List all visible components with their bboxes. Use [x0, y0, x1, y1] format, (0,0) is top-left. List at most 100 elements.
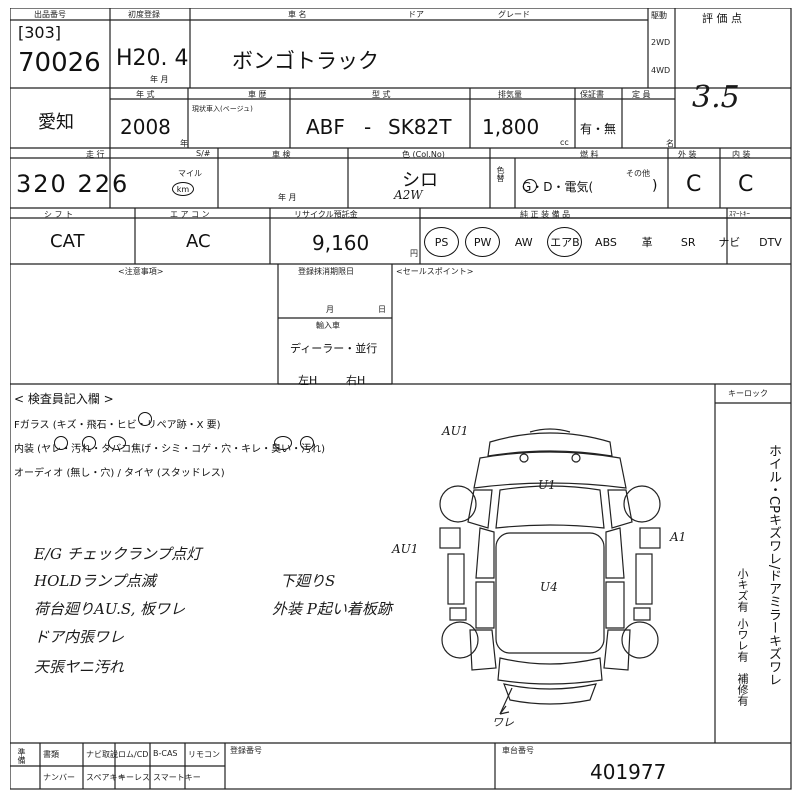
checkbox-item: ナビ取説	[86, 750, 118, 759]
equipment-item: SR	[680, 235, 696, 249]
import-label: 輸入車	[316, 321, 340, 330]
car-diagram	[439, 428, 661, 715]
equipment-item: PS	[424, 227, 460, 257]
fuel-gas-circle	[523, 179, 537, 193]
ac: AC	[186, 231, 211, 252]
auction-sheet: 出品番号 [303] 70026 初度登録 H20. 4 年 月 車 名 ドア …	[10, 8, 792, 790]
color-change-label: 色替	[496, 166, 505, 182]
vertical-sub-1: 小キズ有	[736, 568, 749, 612]
expiry-day: 日	[378, 305, 386, 314]
mile-unit: マイル	[178, 169, 202, 178]
checkbox-label: S/#	[196, 149, 211, 158]
inspector-title: < 検査員記入欄 >	[14, 392, 114, 406]
import-dealer: ディーラー・並行	[290, 342, 378, 355]
color-code: A2W	[394, 188, 423, 202]
displacement-label: 排気量	[498, 90, 522, 99]
year-unit: 年	[180, 139, 188, 148]
recycle: 9,160	[312, 231, 370, 255]
handle-left: 左H	[298, 374, 318, 387]
glass-mark-circle	[138, 412, 152, 426]
shift: CAT	[50, 231, 85, 252]
mark-au1-top: AU1	[442, 424, 469, 438]
fuel-other: その他	[626, 169, 650, 178]
score-value: 3.5	[692, 80, 740, 115]
note-7: 外装 P起い着板跡	[272, 600, 392, 618]
lot-label: 出品番号	[34, 10, 66, 19]
shaken-unit: 年 月	[278, 193, 297, 202]
note-4: ドア内張ワレ	[34, 628, 125, 646]
equipment-item: DTV	[759, 235, 782, 249]
capacity-label: 定 員	[632, 90, 651, 99]
inspection-label: 保証書	[580, 90, 604, 99]
checkbox-item: リモコン	[188, 750, 220, 759]
inspector-line-2: 内装 (ヤレ・汚れ・タバコ焦げ・シミ・コゲ・穴・キレ・臭い・汚れ)	[14, 444, 325, 455]
note-1: E/G チェックランプ点灯	[34, 545, 202, 563]
interior-mark-circle-4	[274, 436, 292, 450]
checkbox-item: B-CAS	[153, 749, 178, 758]
region: 愛知	[38, 112, 74, 133]
recycle-unit: 円	[410, 249, 418, 258]
door-label: ドア	[408, 10, 424, 19]
cc-unit: cc	[560, 138, 569, 147]
interior-mark-circle-1	[54, 436, 68, 450]
register-label: 登録番号	[230, 746, 262, 755]
note-5: 天張ヤニ汚れ	[34, 658, 125, 676]
car-name: ボンゴトラック	[232, 49, 379, 73]
reg-date: H20. 4	[116, 46, 189, 71]
expiry-month: 月	[326, 305, 334, 314]
color-label: 色 (Col.No)	[402, 150, 445, 159]
keyless-label: キーロック	[728, 389, 768, 398]
history-note: 現状車入(ベージュ)	[192, 105, 253, 113]
exterior-grade: C	[686, 172, 702, 197]
checkbox-item: ナンバー	[43, 773, 75, 782]
shift-label: シ フ ト	[44, 210, 74, 219]
sales-label: <セールスポイント>	[396, 267, 474, 276]
checkbox-row-2: ナンバースペアキーキーレススマートキー	[40, 766, 225, 789]
vertical-note: ホイル・CPキズワレ/ドアミラーキズワレ	[766, 444, 781, 687]
grade-label: グレード	[498, 10, 530, 19]
vertical-sub-3: 補修有	[736, 673, 749, 706]
fuel-options: G・D・電気(	[522, 180, 594, 194]
equipment-item: ABS	[595, 235, 617, 249]
interior-grade: C	[738, 172, 754, 197]
drive-2wd: 2WD	[651, 38, 671, 47]
reg-label: 初度登録	[128, 10, 160, 19]
lot-number: 70026	[18, 48, 101, 78]
km-unit: km	[172, 182, 194, 196]
shaken-label: 車 検	[272, 150, 291, 159]
equipment-item: AW	[514, 235, 533, 249]
drive-4wd: 4WD	[651, 66, 671, 75]
form-grid	[10, 8, 792, 790]
drive-label: 駆動	[651, 11, 667, 20]
checkbox-item: 書類	[43, 750, 59, 759]
exterior-label: 外 装	[678, 150, 697, 159]
interior-label: 内 装	[732, 150, 751, 159]
mark-wa: ワレ	[492, 716, 514, 729]
prep-label: 準備	[17, 748, 26, 764]
smartkey-label: ｽﾏｰﾄｷｰ	[729, 210, 750, 218]
model-prefix: ABF	[306, 115, 345, 139]
model-code: SK82T	[388, 115, 452, 139]
equipment-item: PW	[465, 227, 501, 257]
color: シロ	[402, 170, 438, 191]
mileage-label: 走 行	[86, 150, 105, 159]
score-label: 評 価 点	[702, 12, 742, 25]
equipment-item: 革	[641, 236, 653, 249]
name-label: 車 名	[288, 10, 307, 19]
checkbox-item: スマートキー	[153, 773, 201, 782]
interior-mark-circle-5	[300, 436, 314, 450]
model-dash: -	[364, 115, 372, 139]
history-label: 車 歴	[248, 90, 267, 99]
recycle-label: リサイクル預託金	[294, 210, 358, 219]
mark-u4: U4	[540, 580, 558, 594]
model-year: 2008	[120, 115, 171, 139]
note-6: 下廻りS	[280, 572, 336, 590]
vertical-sub-2: 小ワレ有	[736, 618, 749, 662]
interior-mark-circle-2	[82, 436, 96, 450]
mark-u1: U1	[538, 478, 556, 492]
note-3: 荷台廻りAU.S, 板ワレ	[34, 600, 186, 618]
year-label: 年 式	[136, 90, 155, 99]
equipment-label: 純 正 装 備 品	[520, 210, 571, 219]
equipment-item: エアB	[547, 227, 583, 257]
